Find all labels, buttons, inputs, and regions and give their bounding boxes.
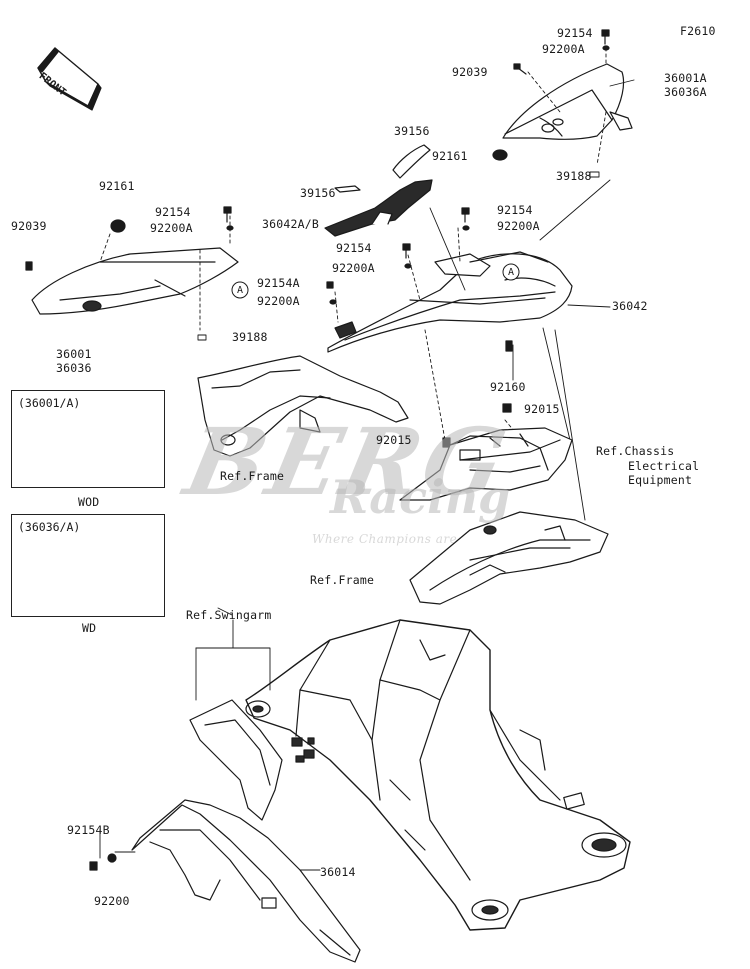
- callout-92200A: 92200A: [257, 294, 300, 308]
- ref-marker-a: A: [237, 285, 244, 296]
- ref-frame-label: Ref.Frame: [310, 573, 375, 587]
- watermark-tagline: Where Champions are: [312, 532, 458, 546]
- frame-bracket-upper: [197, 355, 409, 457]
- diagram-code: F2610: [680, 24, 716, 38]
- callout-36042: 36042: [612, 299, 648, 313]
- callout-36042AB: 36042A/B: [262, 217, 319, 231]
- callout-92154B: 92154B: [67, 823, 110, 837]
- callout-92015: 92015: [524, 402, 560, 416]
- callout-92161: 92161: [99, 179, 135, 193]
- fasteners: [25, 29, 610, 871]
- callout-92160: 92160: [490, 380, 526, 394]
- callout-39156: 39156: [300, 186, 336, 200]
- callout-92154A: 92154A: [257, 276, 300, 290]
- inset-title: (36036/A): [18, 520, 81, 534]
- chain-guard-36014: [131, 799, 361, 963]
- seat-hump-36042AB: [324, 179, 433, 237]
- callout-36036A: 36036A: [664, 85, 707, 99]
- callout-92154: 92154: [155, 205, 191, 219]
- callout-92200: 92200: [94, 894, 130, 908]
- ref-marker-a: A: [508, 267, 515, 278]
- callout-92154: 92154: [557, 26, 593, 40]
- inset-caption: WOD: [78, 495, 100, 509]
- ref-chassis-label: Equipment: [628, 473, 693, 487]
- ref-chassis-label: Ref.Chassis: [596, 444, 675, 458]
- callout-92200A: 92200A: [332, 261, 375, 275]
- callout-92200A: 92200A: [150, 221, 193, 235]
- callout-92039: 92039: [452, 65, 488, 79]
- callout-92154: 92154: [497, 203, 533, 217]
- callout-92200A: 92200A: [497, 219, 540, 233]
- swingarm: [245, 619, 631, 931]
- chain-guard-upper: [189, 699, 315, 821]
- ref-frame-label: Ref.Frame: [220, 469, 285, 483]
- callout-36036: 36036: [56, 361, 92, 375]
- ref-chassis-label: Electrical: [628, 459, 700, 473]
- inset-36001A: (36001/A): [11, 390, 165, 488]
- callout-92161: 92161: [432, 149, 468, 163]
- subframe-lower: [409, 511, 609, 605]
- callout-92200A: 92200A: [542, 42, 585, 56]
- callout-92015: 92015: [376, 433, 412, 447]
- callout-92039: 92039: [11, 219, 47, 233]
- inset-caption: WD: [82, 621, 97, 635]
- watermark-sub: Racing: [330, 470, 511, 524]
- electrical-tray: [399, 427, 573, 501]
- callout-36001: 36001: [56, 347, 92, 361]
- front-arrow-icon: [37, 47, 102, 111]
- callout-36014: 36014: [320, 865, 356, 879]
- inset-title: (36001/A): [18, 396, 81, 410]
- callout-39188: 39188: [232, 330, 268, 344]
- side-cowl-36001: [31, 247, 239, 315]
- callout-39156: 39156: [394, 124, 430, 138]
- ref-swingarm-label: Ref.Swingarm: [186, 608, 272, 622]
- inset-36036A: (36036/A): [11, 514, 165, 617]
- callout-39188: 39188: [556, 169, 592, 183]
- cover-plate-39156: [334, 144, 431, 193]
- callout-92154: 92154: [336, 241, 372, 255]
- callout-36001A: 36001A: [664, 71, 707, 85]
- seat-cowl-upper-right: [502, 63, 633, 140]
